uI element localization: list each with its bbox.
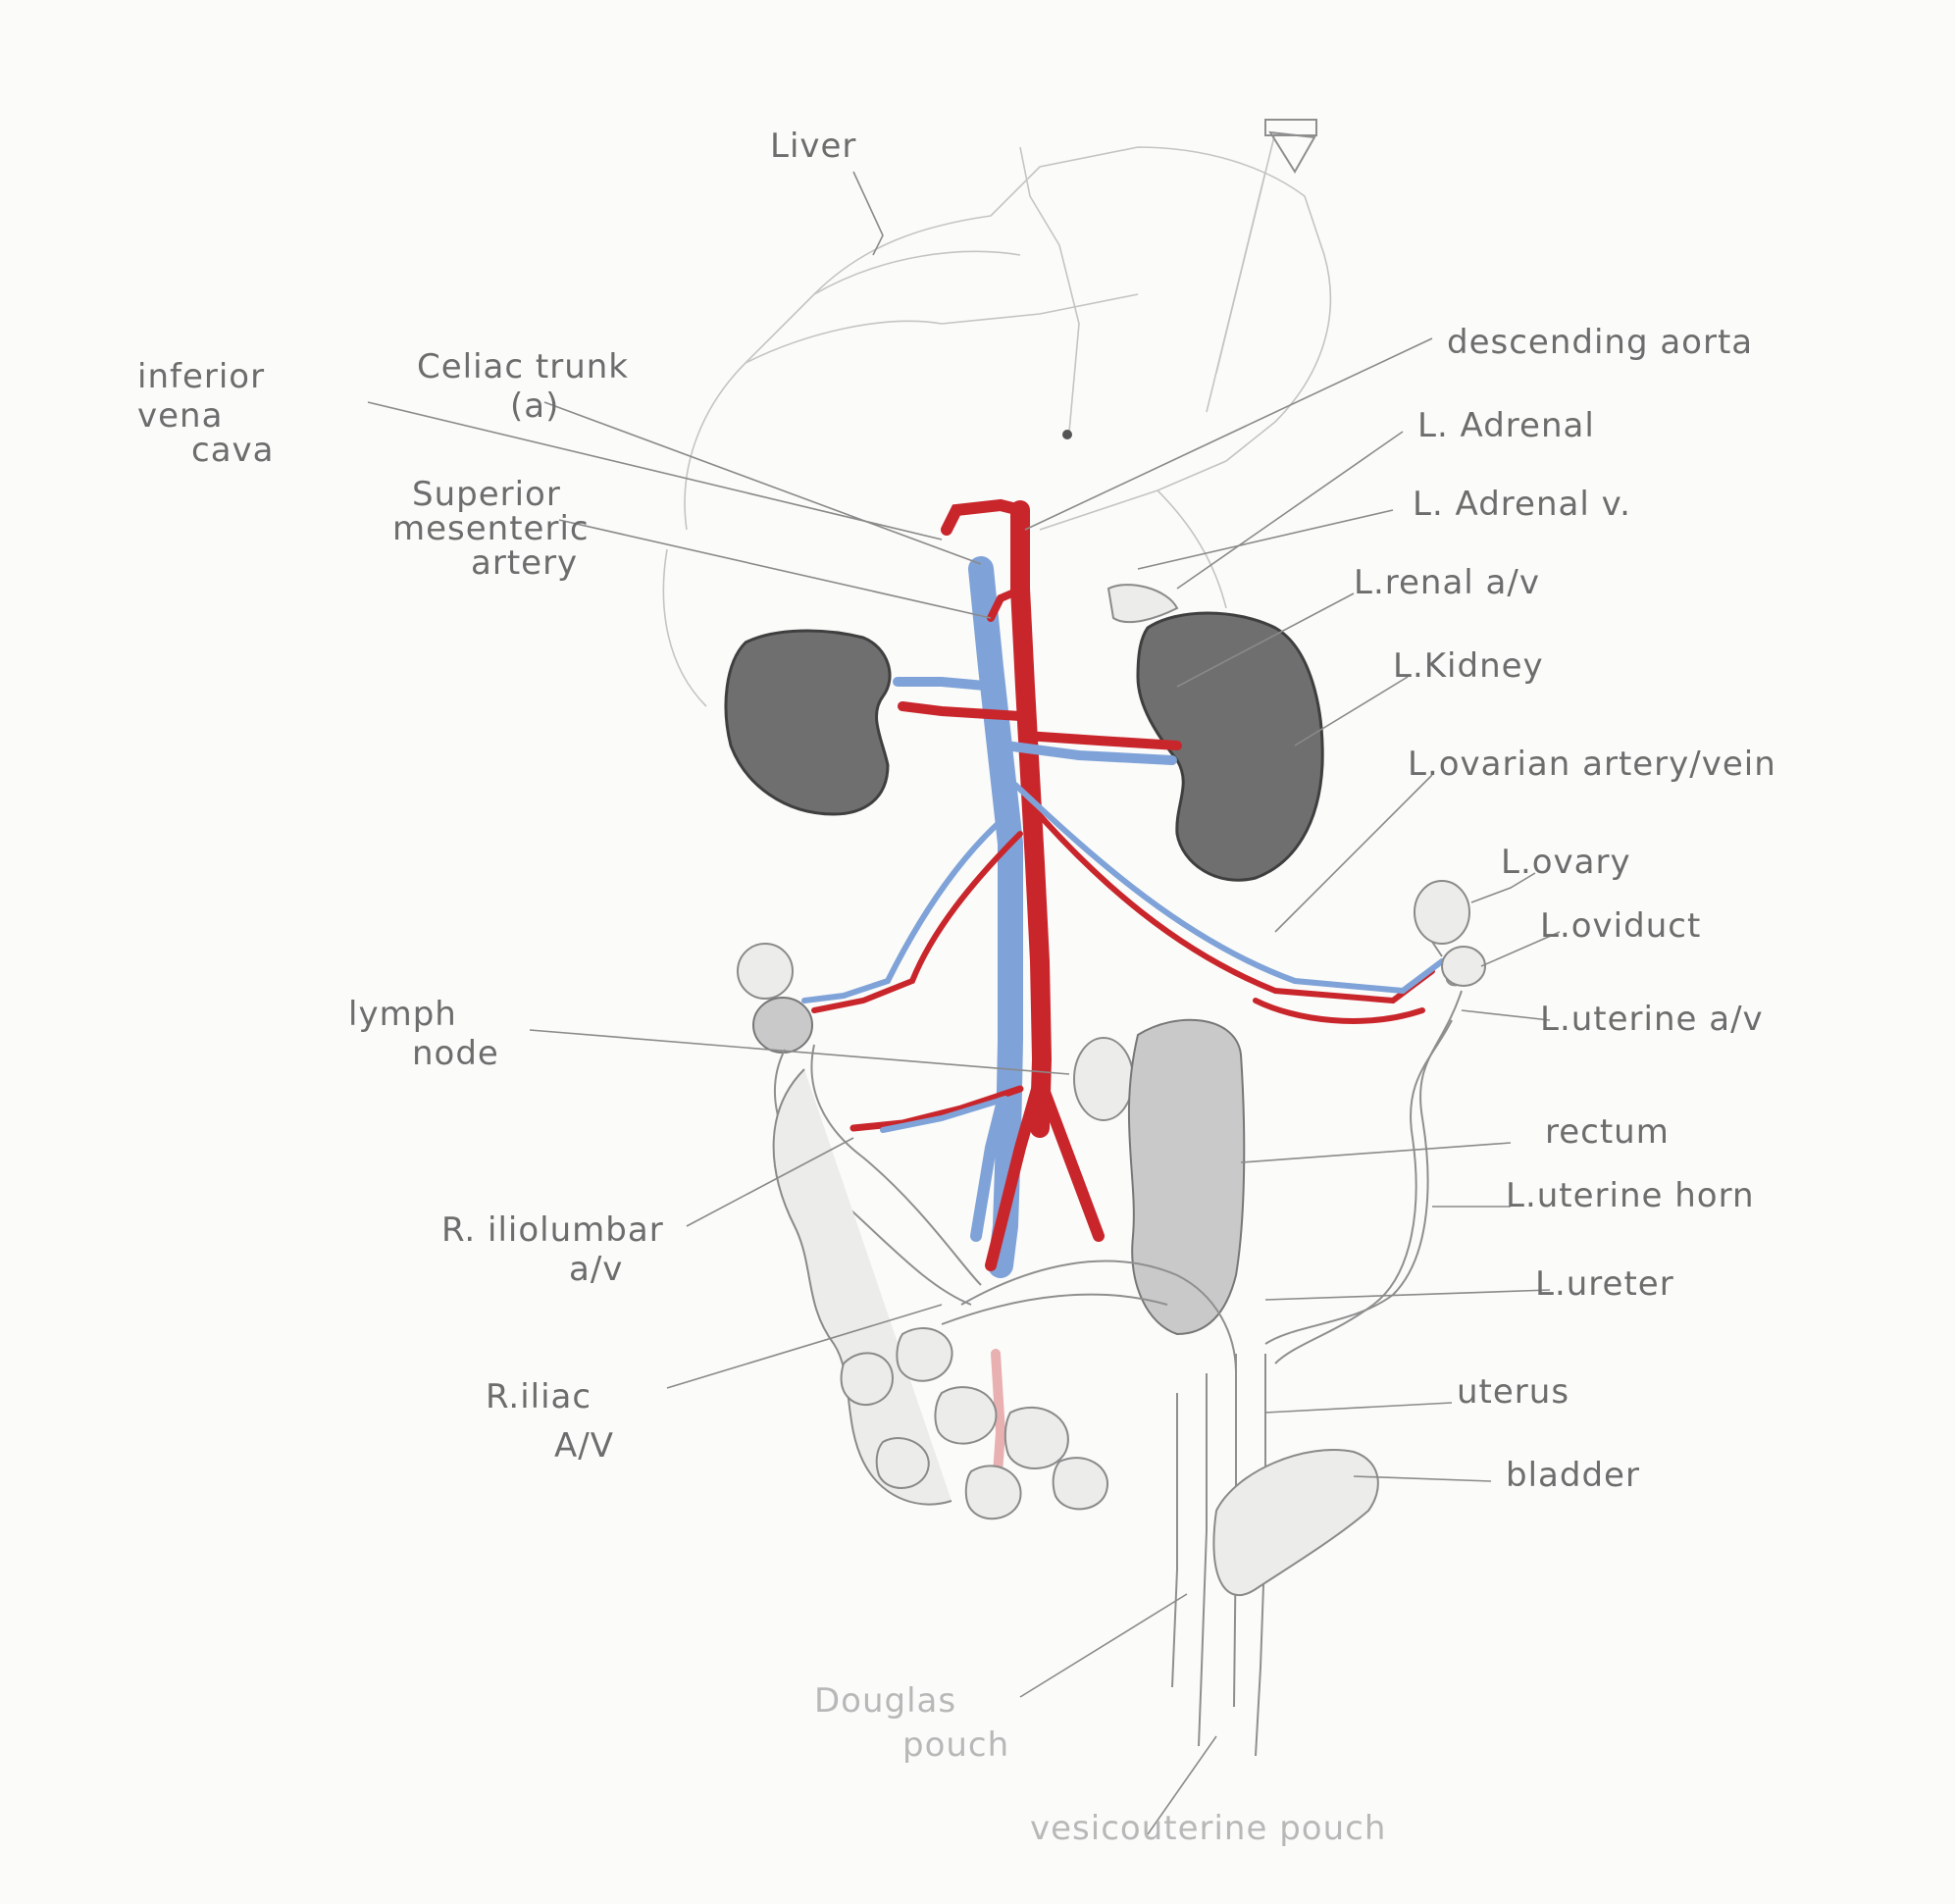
label-rectum: rectum	[1545, 1112, 1670, 1152]
label-kidney: L.Kidney	[1393, 646, 1544, 686]
left-kidney	[1136, 611, 1324, 882]
label-iliac-1: R.iliac	[486, 1377, 592, 1416]
label-superior-mesenteric-1: Superior	[412, 475, 561, 514]
label-bladder: bladder	[1506, 1456, 1640, 1495]
label-uterine-horn: L.uterine horn	[1506, 1176, 1755, 1215]
intestine	[772, 1068, 1237, 1520]
left-ovary	[1414, 880, 1470, 957]
label-lymph-node-1: lymph	[348, 995, 457, 1034]
liver-outline	[662, 119, 1332, 707]
vessels	[801, 498, 1445, 1506]
lymph-node	[1073, 1037, 1134, 1121]
label-celiac-trunk-1: Celiac trunk	[417, 347, 629, 386]
right-kidney	[724, 629, 892, 816]
label-uterus: uterus	[1457, 1372, 1569, 1412]
left-adrenal	[1106, 584, 1179, 624]
label-douglas-1: Douglas	[814, 1681, 956, 1721]
label-renal-av: L.renal a/v	[1354, 563, 1540, 602]
label-oviduct: L.oviduct	[1540, 906, 1701, 946]
label-ureter: L.ureter	[1535, 1264, 1674, 1304]
label-iliolumbar-1: R. iliolumbar	[441, 1210, 664, 1250]
label-superior-mesenteric-3: artery	[471, 543, 578, 583]
rectum	[1127, 1018, 1246, 1336]
label-douglas-2: pouch	[902, 1725, 1009, 1765]
label-l-adrenal: L. Adrenal	[1417, 406, 1595, 445]
label-descending-aorta: descending aorta	[1447, 323, 1753, 362]
label-iliolumbar-2: a/v	[569, 1250, 623, 1289]
label-inferior-vena-cava-3: cava	[191, 431, 274, 470]
bladder	[1212, 1449, 1379, 1596]
label-liver: Liver	[770, 127, 856, 166]
labels: Liver inferior vena cava Celiac trunk (a…	[137, 127, 1776, 1848]
label-vesicouterine: vesicouterine pouch	[1030, 1809, 1386, 1848]
label-inferior-vena-cava-1: inferior	[137, 357, 265, 396]
right-ovary	[737, 943, 794, 1000]
label-ovary: L.ovary	[1501, 843, 1631, 882]
label-iliac-2: A/V	[554, 1426, 614, 1466]
label-uterine-av: L.uterine a/v	[1540, 1000, 1764, 1039]
label-ovarian: L.ovarian artery/vein	[1408, 745, 1776, 784]
label-lymph-node-2: node	[412, 1034, 499, 1073]
label-superior-mesenteric-2: mesenteric	[392, 509, 590, 548]
left-oviduct	[1441, 946, 1486, 987]
right-oviduct	[752, 997, 813, 1054]
label-inferior-vena-cava-2: vena	[137, 396, 223, 436]
leader-lines	[367, 171, 1561, 1835]
label-celiac-trunk-2: (a)	[510, 386, 559, 426]
label-l-adrenal-v: L. Adrenal v.	[1413, 485, 1631, 524]
